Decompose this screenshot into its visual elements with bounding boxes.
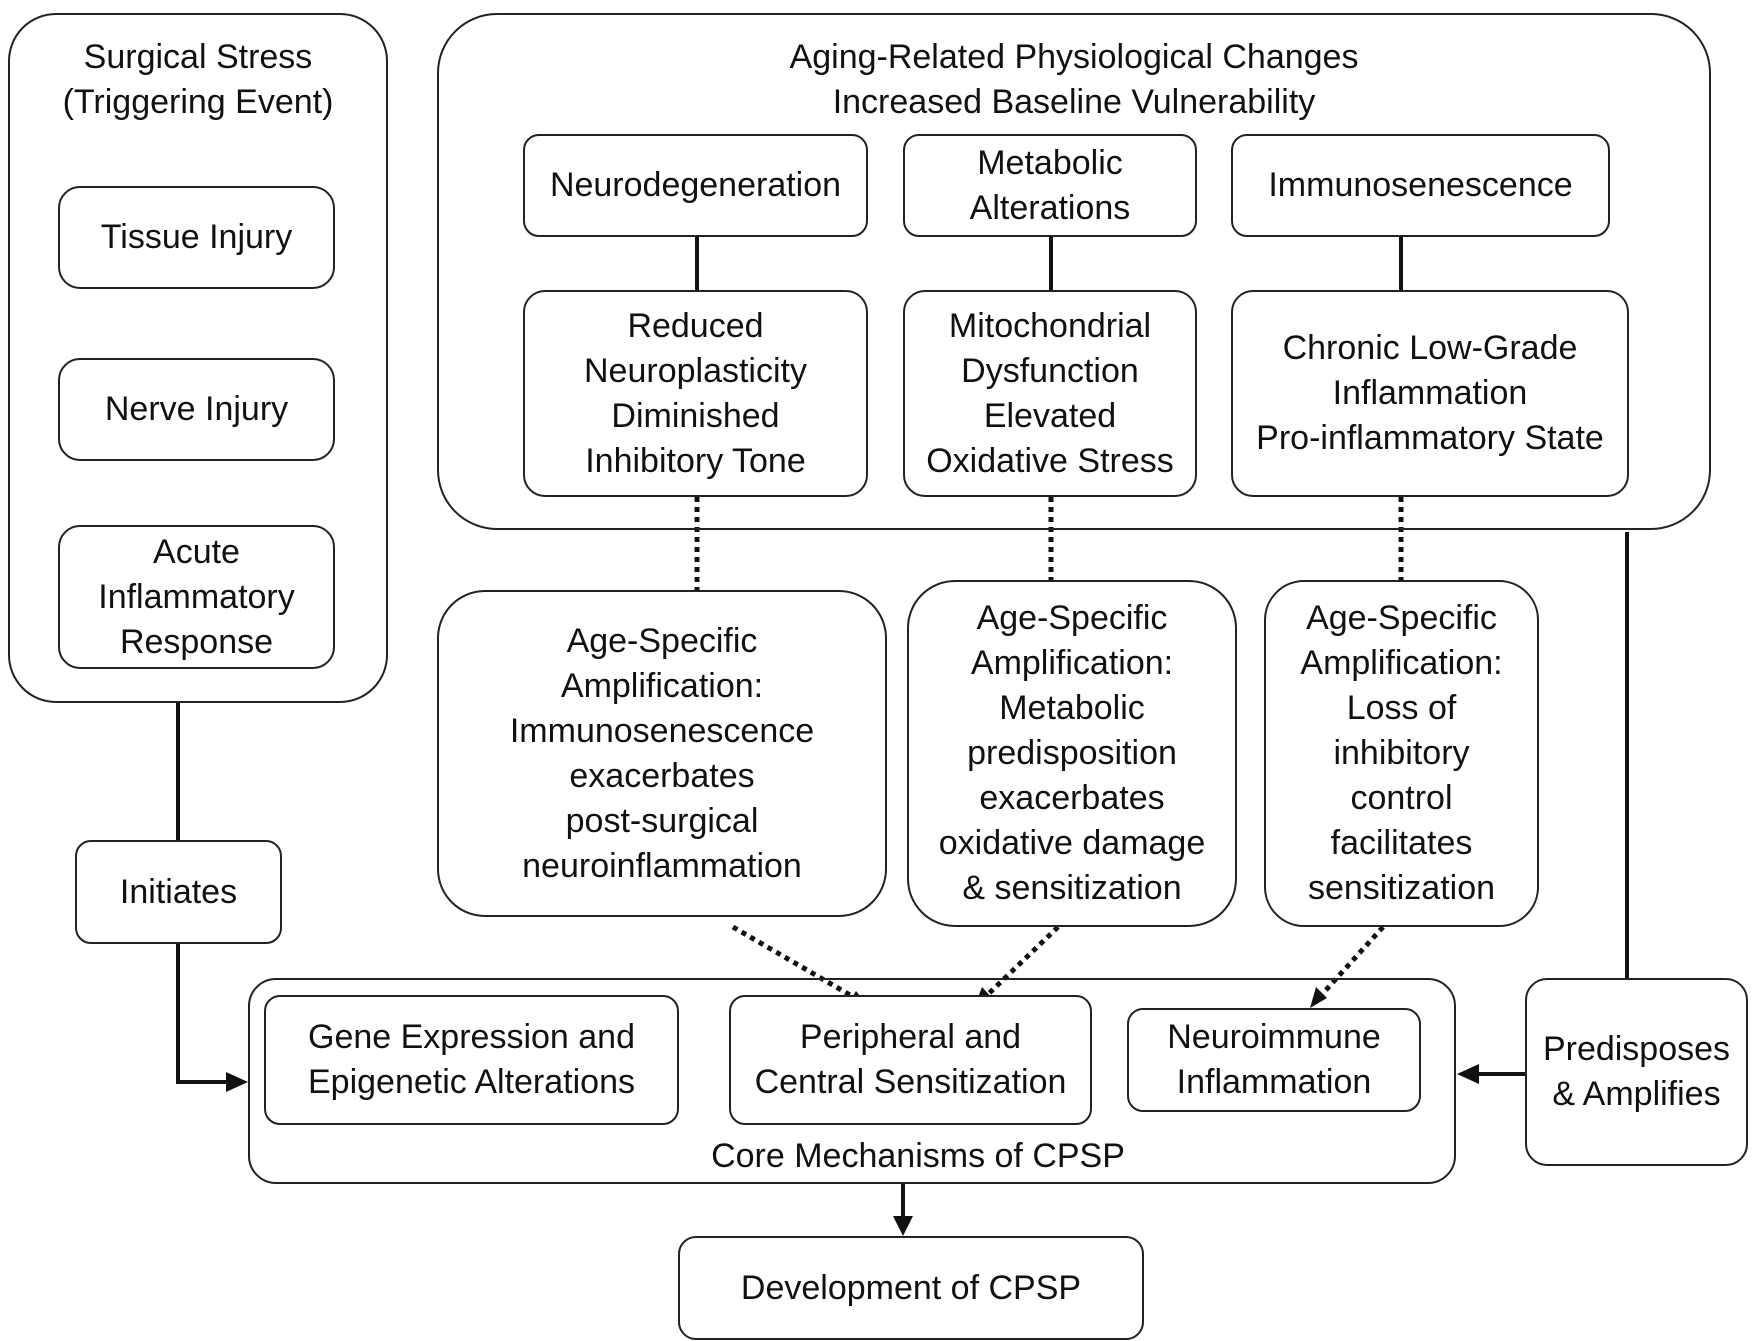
neuroimmune-inflammation-box: Neuroimmune Inflammation <box>1127 1008 1421 1112</box>
initiates-box: Initiates <box>75 840 282 944</box>
amplification-metabolic-box: Age-Specific Amplification: Metabolic pr… <box>907 580 1237 927</box>
link-initiates-core <box>176 944 230 1084</box>
sensitization-box: Peripheral and Central Sensitization <box>729 995 1092 1125</box>
core-mechanisms-group <box>248 978 1456 1184</box>
acute-inflammatory-response-box: Acute Inflammatory Response <box>58 525 335 669</box>
surgical-stress-title: Surgical Stress (Triggering Event) <box>62 38 334 121</box>
predisposes-amplifies-box: Predisposes & Amplifies <box>1525 978 1748 1166</box>
neuroplasticity-detail-box: Reduced Neuroplasticity Diminished Inhib… <box>523 290 868 497</box>
aging-changes-title: Aging-Related Physiological Changes Incr… <box>789 38 1359 121</box>
gene-expression-box: Gene Expression and Epigenetic Alteratio… <box>264 995 679 1125</box>
arrowhead-predisposes <box>1457 1064 1479 1084</box>
dotted-arrow-amp3 <box>1314 925 1385 1003</box>
tissue-injury-box: Tissue Injury <box>58 186 335 289</box>
arrowhead-amp3 <box>1310 987 1327 1008</box>
mitochondrial-detail-box: Mitochondrial Dysfunction Elevated Oxida… <box>903 290 1197 497</box>
inflammation-detail-box: Chronic Low-Grade Inflammation Pro-infla… <box>1231 290 1629 497</box>
dotted-arrow-amp2 <box>978 925 1060 1004</box>
core-mechanisms-title: Core Mechanisms of CPSP <box>711 1137 1125 1175</box>
nerve-injury-box: Nerve Injury <box>58 358 335 461</box>
amplification-immunosenescence-box: Age-Specific Amplification: Immunosenesc… <box>437 590 887 917</box>
development-of-cpsp-box: Development of CPSP <box>678 1236 1144 1340</box>
aging-changes-group <box>437 13 1711 530</box>
amplification-inhibitory-box: Age-Specific Amplification: Loss of inhi… <box>1264 580 1539 927</box>
immunosenescence-box: Immunosenescence <box>1231 134 1610 237</box>
surgical-stress-group <box>8 13 388 703</box>
arrowhead-initiates <box>226 1072 248 1092</box>
neurodegeneration-box: Neurodegeneration <box>523 134 868 237</box>
metabolic-alterations-box: Metabolic Alterations <box>903 134 1197 237</box>
dotted-arrow-amp1 <box>731 924 864 1005</box>
arrowhead-outcome <box>893 1216 913 1236</box>
